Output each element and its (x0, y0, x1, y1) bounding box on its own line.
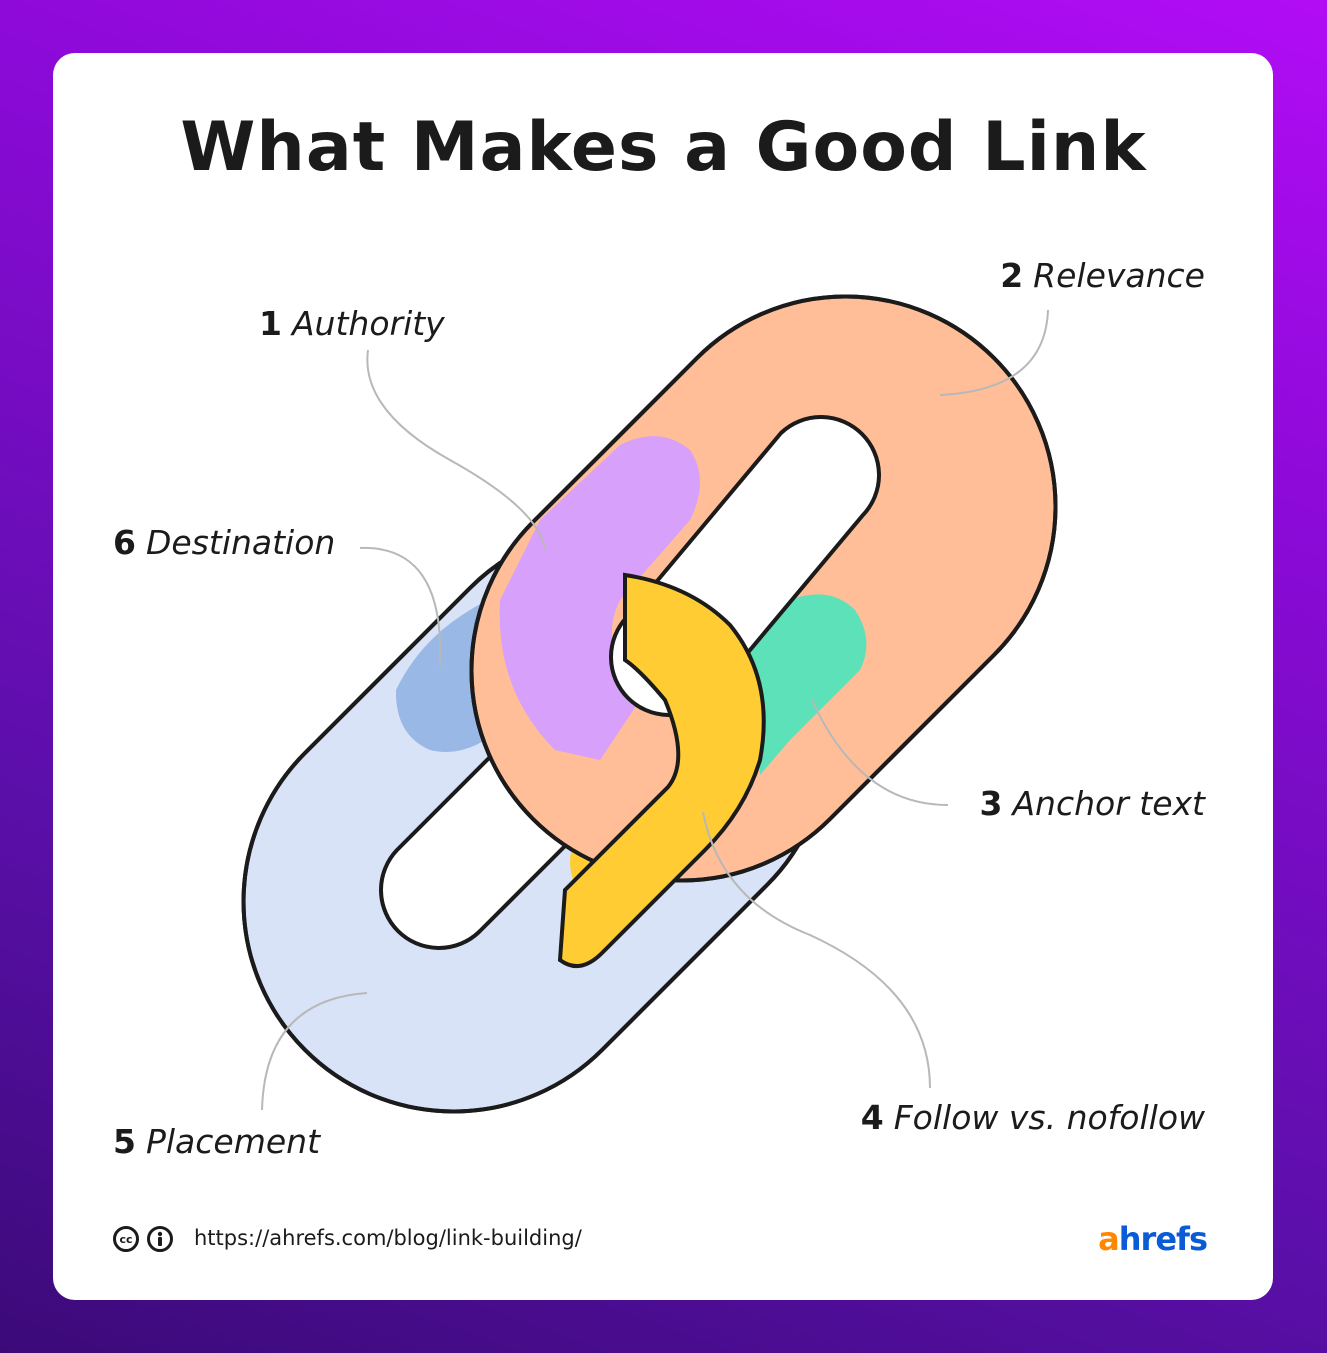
brand-rest: hrefs (1118, 1220, 1208, 1258)
label-number: 4 (860, 1098, 884, 1137)
follow-segment-front (557, 572, 766, 969)
follow-leader (702, 811, 931, 1089)
label-number: 6 (113, 523, 136, 562)
license-icons: cc (113, 1226, 173, 1252)
brand-first-letter: a (1098, 1220, 1120, 1258)
label-text: Destination (145, 523, 336, 562)
creative-commons-icon: cc (113, 1226, 139, 1252)
label-text: Anchor text (1012, 784, 1205, 823)
label-text: Follow vs. nofollow (893, 1098, 1205, 1137)
authority-leader (366, 349, 546, 551)
page-title: What Makes a Good Link (180, 108, 1147, 187)
callout-lines (261, 309, 1049, 1111)
placement-leader (261, 992, 368, 1111)
label-number: 2 (1000, 256, 1024, 295)
label-number: 3 (979, 784, 1003, 823)
label-number: 1 (259, 304, 282, 343)
anchor-text-segment (748, 594, 867, 775)
relevance-leader (939, 309, 1049, 396)
attribution-icon (147, 1226, 173, 1252)
anchor-text-leader (811, 699, 949, 806)
label-text: Authority (291, 304, 445, 343)
authority-segment (499, 436, 700, 760)
label-number: 5 (113, 1122, 136, 1161)
ahrefs-logo: ahrefs (1098, 1220, 1208, 1258)
link-upper-outline (469, 294, 1058, 883)
source-url[interactable]: https://ahrefs.com/blog/link-building/ (194, 1226, 582, 1250)
label-text: Placement (145, 1122, 321, 1161)
link-upper (469, 294, 1058, 883)
label-text: Relevance (1033, 256, 1205, 295)
link-lower-front (557, 572, 766, 969)
destination-leader (359, 546, 442, 666)
